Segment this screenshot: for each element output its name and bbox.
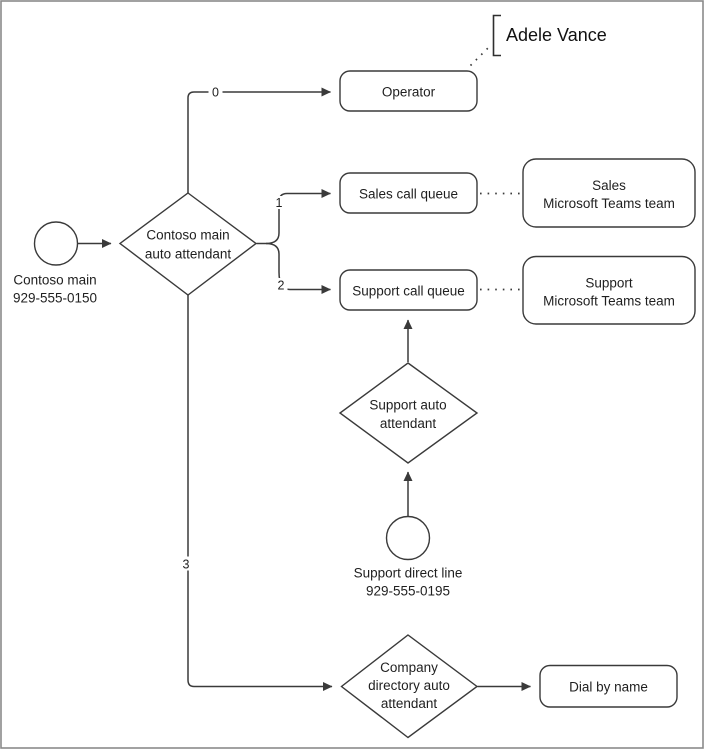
node-sales-teams-team: Sales Microsoft Teams team [522, 158, 696, 228]
contoso-entry-name: Contoso main [13, 273, 96, 288]
sales-team-label-line2: Microsoft Teams team [543, 196, 675, 211]
edge-option3-to-directory-aa [187, 295, 333, 691]
operator-box [339, 70, 478, 112]
annotation-operator-person: Adele Vance [492, 14, 607, 57]
start-node-support-direct-line: Support direct line 929-555-0195 [354, 515, 463, 599]
edge-dotted-operator-to-person [469, 46, 490, 67]
contoso-aa-label-line1: Contoso main [146, 228, 229, 243]
dial-by-name-label: Dial by name [569, 680, 648, 695]
edge-option1-to-sales-queue [256, 189, 331, 245]
support-queue-label: Support call queue [352, 284, 465, 299]
edge-labels: 0 1 2 3 [179, 84, 288, 572]
start-circle [385, 515, 431, 561]
edges [78, 46, 531, 691]
sales-team-box [522, 158, 696, 228]
decision-diamond [340, 634, 479, 739]
node-dial-by-name: Dial by name [539, 664, 678, 708]
sales-queue-box [339, 172, 478, 214]
directory-aa-label-line2: directory auto [368, 678, 450, 693]
option3-label: 3 [183, 558, 190, 572]
sales-team-label-line1: Sales [592, 178, 626, 193]
operator-label: Operator [382, 85, 436, 100]
node-support-call-queue: Support call queue [339, 269, 478, 311]
support-team-box [522, 255, 696, 325]
directory-aa-label-line1: Company [380, 660, 438, 675]
support-entry-name: Support direct line [354, 566, 463, 581]
option2-label-bg [274, 278, 288, 291]
dial-by-name-box [539, 664, 678, 708]
support-queue-box [339, 269, 478, 311]
person-name: Adele Vance [506, 25, 607, 45]
contoso-entry-number: 929-555-0150 [13, 291, 97, 306]
support-team-label-line1: Support [585, 276, 633, 291]
contoso-aa-label-line2: auto attendant [145, 247, 232, 262]
node-support-teams-team: Support Microsoft Teams team [522, 255, 696, 325]
support-aa-label-line1: Support auto [369, 398, 446, 413]
node-sales-call-queue: Sales call queue [339, 172, 478, 214]
bracket-icon [492, 14, 501, 57]
sales-queue-label: Sales call queue [359, 187, 458, 202]
decision-company-directory-auto-attendant: Company directory auto attendant [340, 634, 479, 739]
decision-contoso-main-auto-attendant: Contoso main auto attendant [118, 192, 258, 296]
start-circle [33, 221, 79, 266]
option0-label-bg [208, 84, 223, 99]
option1-label-bg [272, 196, 286, 209]
option2-label: 2 [278, 279, 285, 293]
decision-diamond [118, 192, 258, 296]
decision-diamond [338, 362, 479, 464]
edge-option0-to-operator [187, 87, 331, 193]
directory-aa-label-line3: attendant [381, 696, 438, 711]
option1-label: 1 [276, 196, 283, 210]
support-team-label-line2: Microsoft Teams team [543, 294, 675, 309]
support-aa-label-line2: attendant [380, 416, 437, 431]
decision-support-auto-attendant: Support auto attendant [338, 362, 479, 464]
option3-label-bg [179, 556, 193, 571]
support-entry-number: 929-555-0195 [366, 584, 450, 599]
option0-label: 0 [212, 86, 219, 100]
node-operator: Operator [339, 70, 478, 112]
start-node-contoso-main: Contoso main 929-555-0150 [13, 221, 97, 306]
